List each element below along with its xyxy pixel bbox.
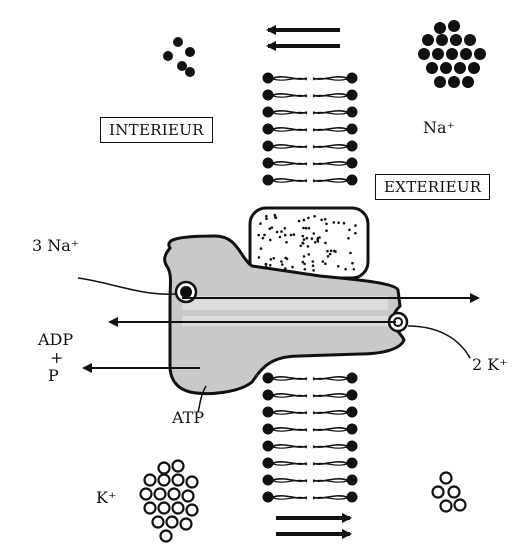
interior-label: INTERIEUR: [100, 117, 213, 143]
leader-line-potassium: [408, 326, 470, 358]
atp-label: ATP: [172, 408, 204, 427]
lipid-bilayer-lower: [263, 373, 358, 503]
potassium-ion-cluster: [141, 461, 198, 542]
bottom-right-arrows: [276, 518, 350, 534]
potassium-ion-cluster-exterior: [433, 473, 466, 512]
phosphate-label: P: [48, 366, 59, 385]
top-left-arrows: [268, 30, 340, 46]
lipid-bilayer-upper: [263, 73, 358, 186]
plus-label: +: [50, 348, 63, 367]
sodium-exterior-label: Na⁺: [423, 118, 455, 137]
potassium-interior-label: K⁺: [96, 488, 116, 507]
adp-label: ADP: [38, 330, 73, 349]
exterior-label: EXTERIEUR: [375, 174, 490, 200]
sodium-ion-cluster: [418, 20, 486, 88]
leader-line-sodium: [78, 278, 176, 294]
potassium-bound-label: 2 K⁺: [472, 355, 508, 374]
ion-cluster-interior-top: [163, 37, 195, 77]
sodium-bound-label: 3 Na⁺: [32, 236, 79, 255]
